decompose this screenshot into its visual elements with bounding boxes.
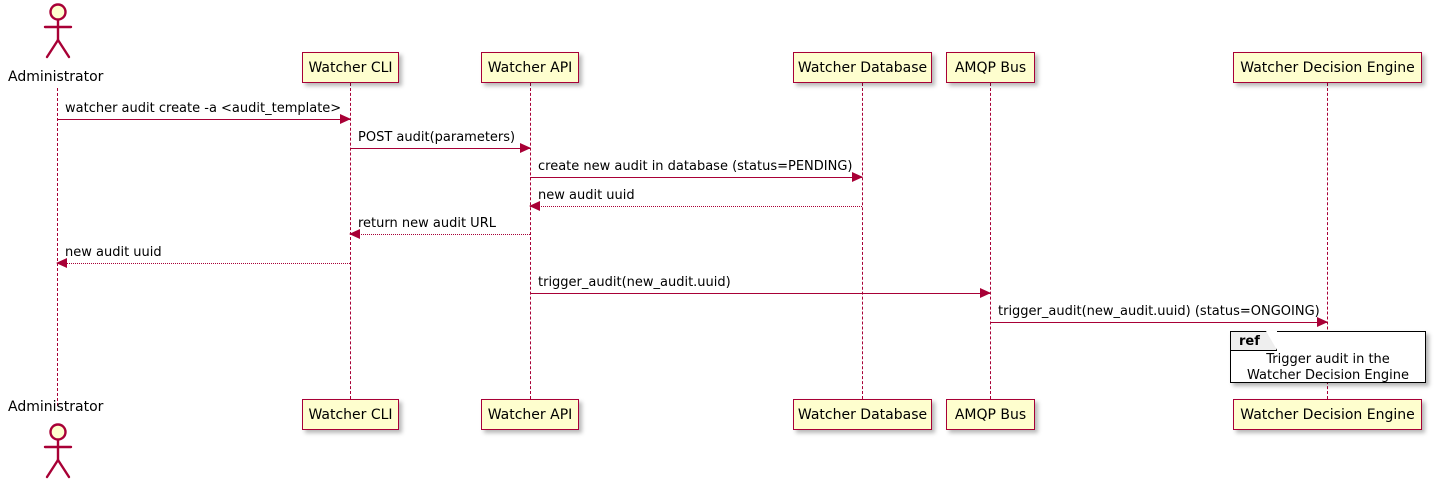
arrowhead-right-icon <box>852 172 863 182</box>
arrowhead-left-icon <box>349 229 360 239</box>
participant-label: Watcher API <box>487 59 573 76</box>
lifeline-watcher-cli <box>350 83 351 399</box>
arrowhead-left-icon <box>529 201 540 211</box>
participant-watcher-decision-engine-bottom[interactable]: Watcher Decision Engine <box>1233 399 1422 430</box>
lifeline-watcher-decision-engine <box>1327 83 1328 399</box>
ref-fragment-body: Trigger audit in the Watcher Decision En… <box>1231 352 1425 384</box>
participant-watcher-decision-engine-top[interactable]: Watcher Decision Engine <box>1233 52 1422 83</box>
message-line <box>530 206 862 207</box>
message-label: trigger_audit(new_audit.uuid) <box>538 275 731 290</box>
message-label: new audit uuid <box>538 188 635 203</box>
lifeline-administrator <box>57 88 58 406</box>
lifeline-amqp-bus <box>990 83 991 399</box>
actor-administrator-top[interactable] <box>35 2 81 66</box>
message-label: trigger_audit(new_audit.uuid) (status=ON… <box>998 304 1320 319</box>
participant-label: AMQP Bus <box>954 406 1027 423</box>
ref-fragment: ref Trigger audit in the Watcher Decisio… <box>1230 330 1426 384</box>
ref-fragment-tab-label: ref <box>1231 330 1278 351</box>
arrowhead-right-icon <box>980 288 991 298</box>
actor-label-administrator-bottom: Administrator <box>8 399 104 415</box>
participant-watcher-cli-top[interactable]: Watcher CLI <box>302 52 399 83</box>
lifeline-watcher-api <box>530 83 531 399</box>
arrowhead-right-icon <box>1317 317 1328 327</box>
participant-amqp-bus-top[interactable]: AMQP Bus <box>946 52 1035 83</box>
participant-watcher-api-bottom[interactable]: Watcher API <box>481 399 579 430</box>
actor-stick-figure-icon <box>43 423 73 479</box>
actor-label-administrator-top: Administrator <box>8 69 104 85</box>
message-label: watcher audit create -a <audit_template> <box>65 101 342 116</box>
participant-amqp-bus-bottom[interactable]: AMQP Bus <box>946 399 1035 430</box>
participant-label: Watcher Database <box>797 406 928 423</box>
participant-label: Watcher API <box>487 406 573 423</box>
message-line <box>530 177 862 178</box>
message-label: return new audit URL <box>358 216 496 231</box>
lifeline-watcher-database <box>862 83 863 399</box>
message-label: POST audit(parameters) <box>358 130 516 145</box>
arrowhead-left-icon <box>56 258 67 268</box>
message-line <box>990 322 1327 323</box>
participant-watcher-api-top[interactable]: Watcher API <box>481 52 579 83</box>
participant-label: Watcher CLI <box>308 59 393 76</box>
message-line <box>57 263 350 264</box>
message-line <box>350 148 530 149</box>
participant-label: Watcher Decision Engine <box>1240 406 1415 423</box>
message-label: create new audit in database (status=PEN… <box>538 159 853 174</box>
actor-administrator-bottom[interactable] <box>35 421 81 486</box>
participant-label: Watcher Decision Engine <box>1240 59 1415 76</box>
message-line <box>350 234 530 235</box>
actor-stick-figure-icon <box>43 3 73 59</box>
arrowhead-right-icon <box>340 114 351 124</box>
participant-watcher-database-top[interactable]: Watcher Database <box>793 52 932 83</box>
participant-label: Watcher CLI <box>308 406 393 423</box>
message-line <box>530 293 990 294</box>
participant-watcher-database-bottom[interactable]: Watcher Database <box>793 399 932 430</box>
ref-fragment-line-2: Watcher Decision Engine <box>1247 368 1409 383</box>
message-line <box>57 119 350 120</box>
participant-label: AMQP Bus <box>954 59 1027 76</box>
participant-label: Watcher Database <box>797 59 928 76</box>
message-label: new audit uuid <box>65 245 162 260</box>
ref-fragment-line-1: Trigger audit in the <box>1266 352 1390 367</box>
arrowhead-right-icon <box>520 143 531 153</box>
participant-watcher-cli-bottom[interactable]: Watcher CLI <box>302 399 399 430</box>
